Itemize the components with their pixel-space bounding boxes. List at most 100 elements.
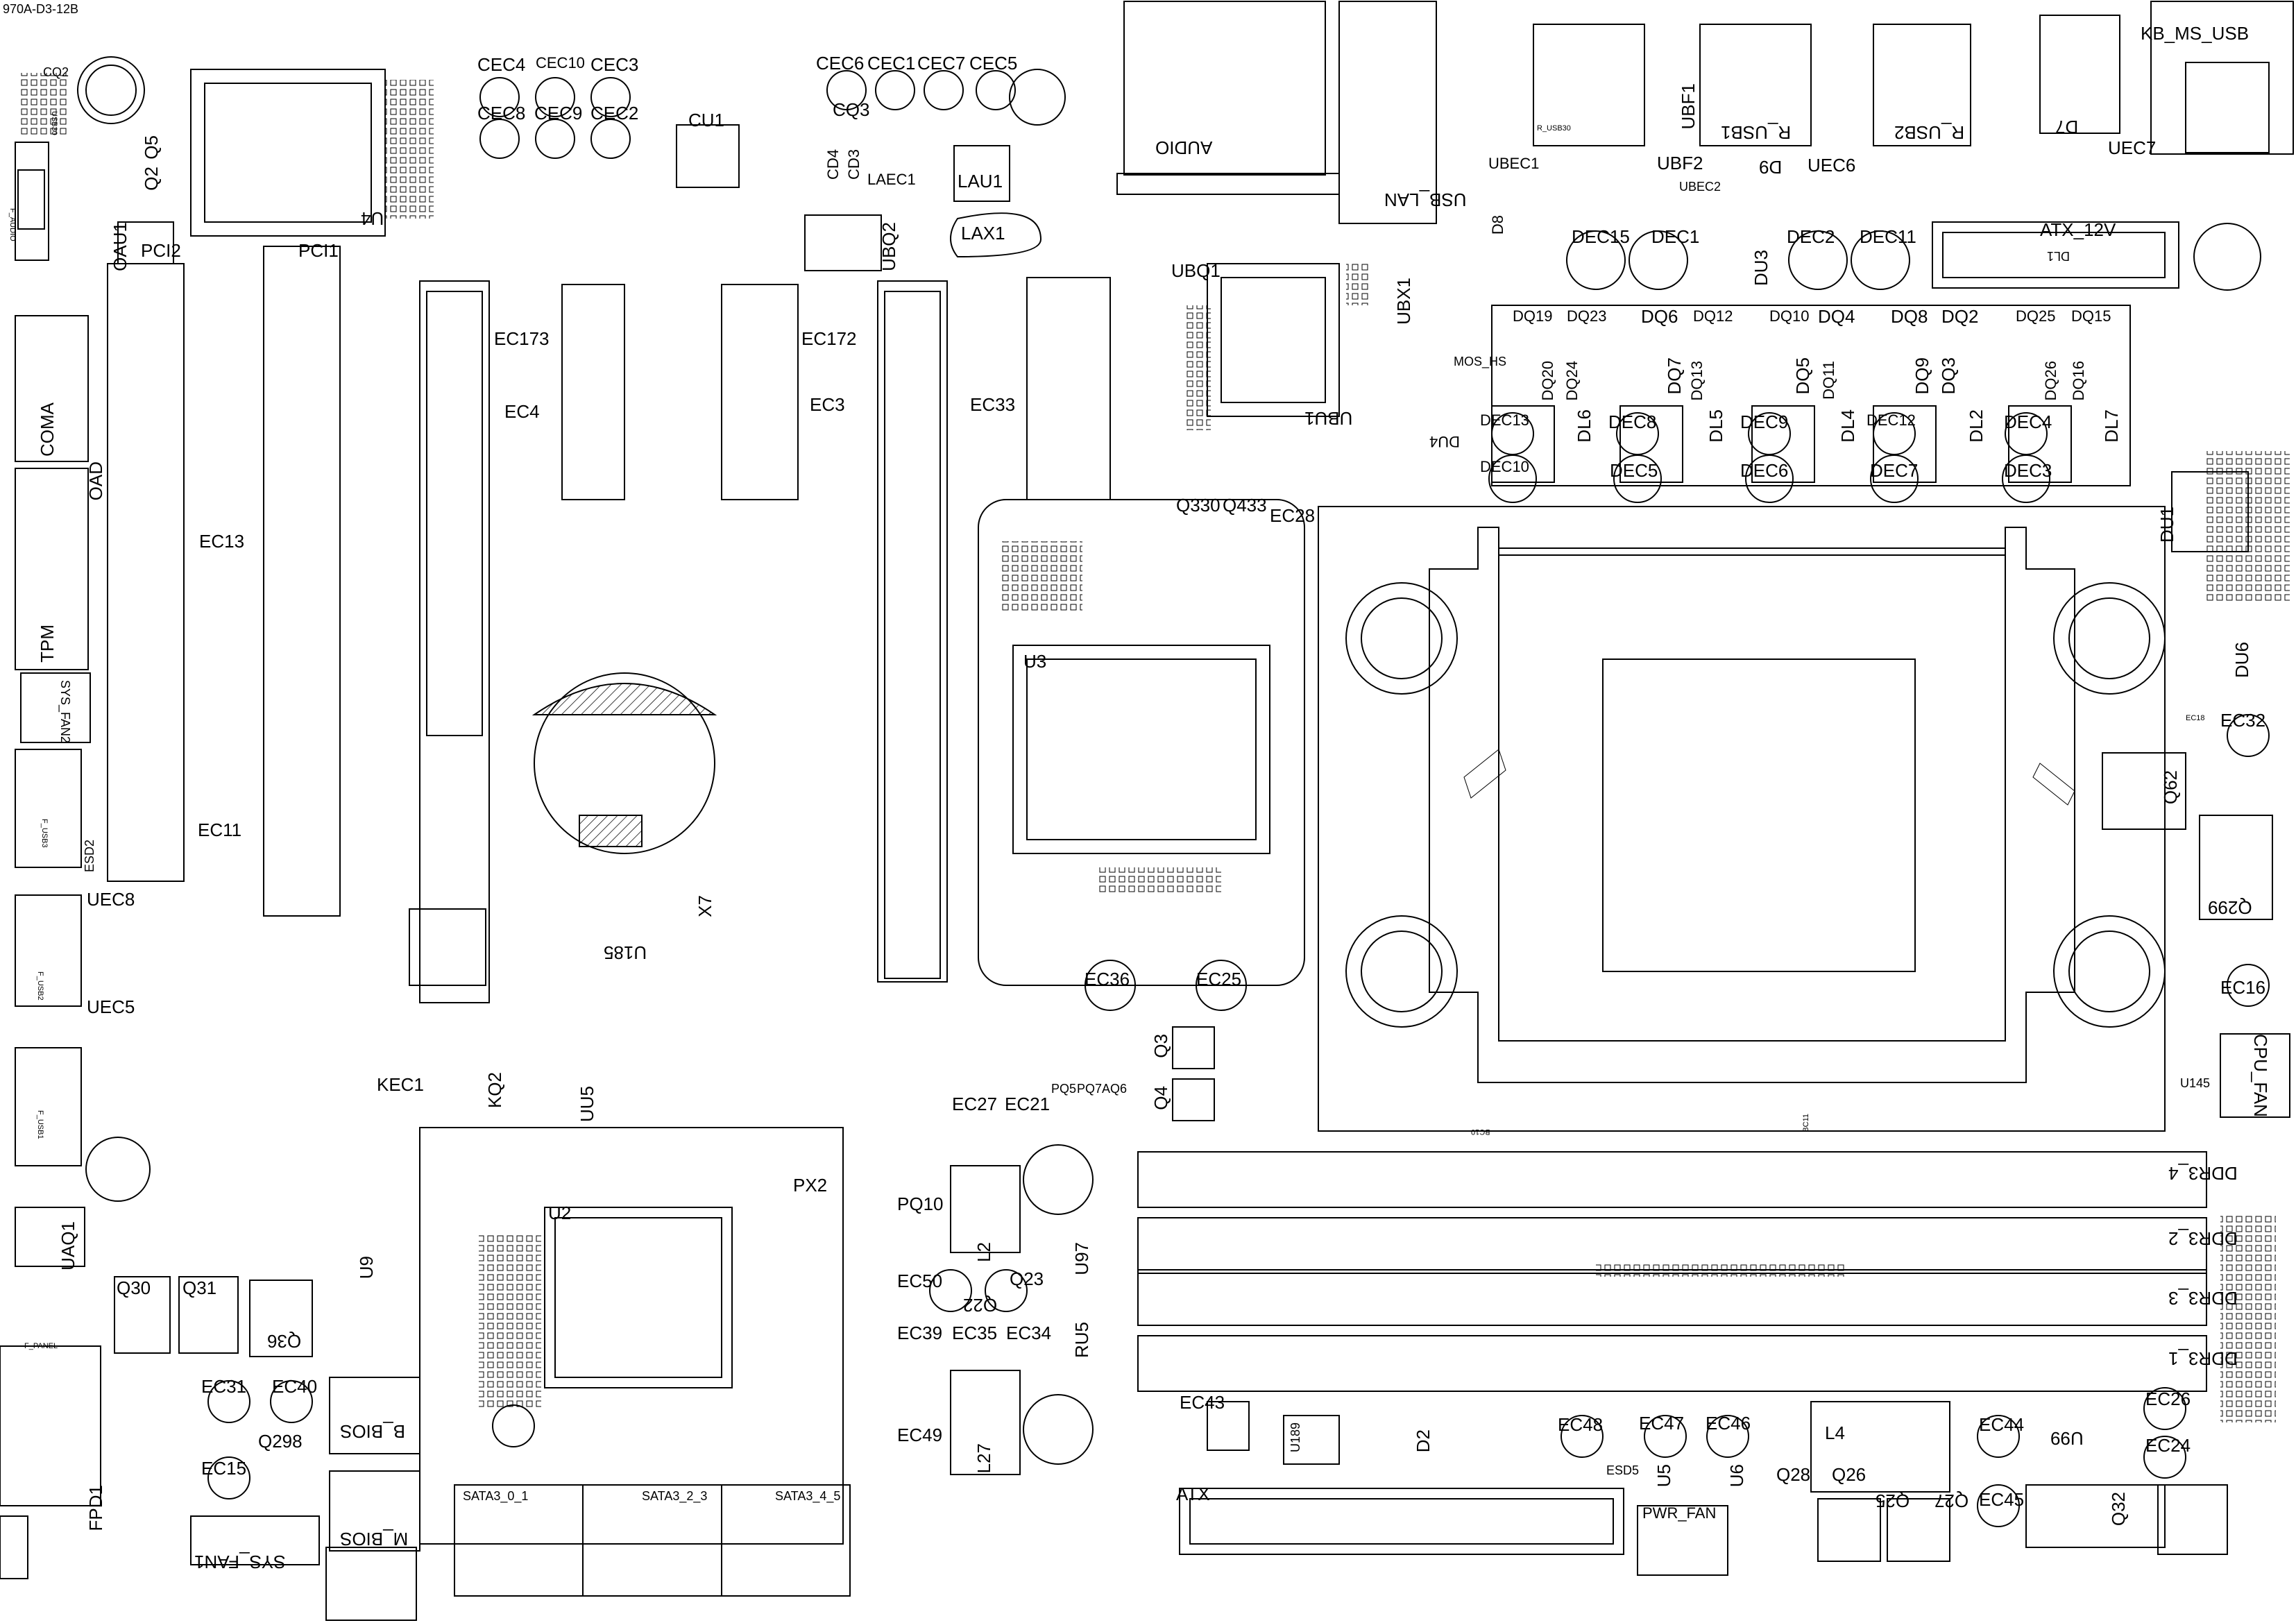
label-ubx1: UBX1 [1393, 278, 1414, 325]
label-ubec2: UBEC2 [1679, 180, 1721, 194]
label-l27: L27 [973, 1443, 994, 1474]
label-tpm: TPM [37, 624, 58, 663]
label-esd5: ESD5 [1606, 1463, 1640, 1477]
label-f-panel: F_PANEL [24, 1342, 58, 1350]
label-uec5: UEC5 [87, 996, 135, 1017]
label-ec21: EC21 [1005, 1094, 1051, 1114]
label-dl5: DL5 [1706, 409, 1726, 443]
label-ec26: EC26 [2145, 1388, 2191, 1409]
label-q28: Q28 [1776, 1464, 1811, 1485]
label-f-usb3: F_USB3 [40, 819, 49, 848]
label-kb-ms-usb: KB_MS_USB [2141, 23, 2250, 44]
label-m-bios: M_BIOS [340, 1529, 409, 1549]
label-oau1: OAU1 [110, 222, 130, 271]
label-fpd1: FPD1 [85, 1485, 106, 1531]
label-dq3: DQ3 [1938, 357, 1959, 395]
label-r-usb1: R_USB1 [1721, 122, 1792, 143]
label-ec11: EC11 [198, 819, 242, 840]
label-dq25: DQ25 [2016, 307, 2056, 325]
label-l2: L2 [973, 1242, 994, 1262]
label-esd2: ESD2 [83, 840, 96, 873]
label-ec34: EC34 [1006, 1323, 1052, 1343]
label-dq11: DQ11 [1820, 361, 1837, 400]
label-cec5: CEC5 [969, 53, 1018, 74]
label-ddr3-2: DDR3_2 [2168, 1228, 2238, 1249]
label-kq2: KQ2 [484, 1072, 505, 1109]
label-dec2: DEC2 [1787, 226, 1835, 247]
label-ec47: EC47 [1639, 1413, 1685, 1434]
label-cec6: CEC6 [816, 53, 865, 74]
label-du6: DU6 [2231, 642, 2252, 679]
label-ec45: EC45 [1979, 1489, 2025, 1510]
label-q22: Q22 [963, 1295, 998, 1316]
label-cec7: CEC7 [917, 53, 966, 74]
label-ec3: EC3 [810, 394, 845, 415]
label-cq3: CQ3 [833, 99, 870, 120]
label-lax1: LAX1 [961, 223, 1005, 244]
label-du1: DU1 [2157, 507, 2177, 543]
label-d7: D7 [2055, 117, 2079, 137]
label-dq24: DQ24 [1563, 361, 1581, 401]
label-ubq2: UBQ2 [878, 222, 899, 271]
label-q36: Q36 [267, 1331, 302, 1352]
label-dl7: DL7 [2101, 409, 2122, 443]
label-dq20: DQ20 [1539, 361, 1556, 401]
label-u9: U9 [356, 1256, 377, 1280]
label-dq26: DQ26 [2042, 361, 2059, 401]
label-pwr-fan: PWR_FAN [1642, 1504, 1717, 1522]
label-q27: Q27 [1934, 1490, 1969, 1511]
label-ec28: EC28 [1270, 505, 1316, 526]
label-bc11: BC11 [1802, 1114, 1810, 1132]
label-ubec1: UBEC1 [1488, 155, 1540, 172]
label-cu1: CU1 [688, 110, 725, 130]
label-q299: Q299 [2208, 897, 2252, 918]
label-dq23: DQ23 [1567, 307, 1607, 325]
label-u3: U3 [1023, 651, 1047, 672]
label-u2: U2 [548, 1203, 572, 1223]
label-u99: U99 [2050, 1428, 2084, 1449]
label-dq7: DQ7 [1664, 357, 1685, 395]
label-ec36: EC36 [1085, 969, 1130, 989]
label-usb-lan: USB_LAN [1384, 189, 1467, 210]
label-dq10: DQ10 [1769, 307, 1810, 325]
label-u189: U189 [1289, 1422, 1302, 1453]
label-usb30: USB30 [50, 111, 58, 135]
label-ec39: EC39 [897, 1323, 943, 1343]
label-ec18: EC18 [2186, 714, 2205, 722]
label-r-usb2: R_USB2 [1894, 122, 1965, 143]
label-ec15: EC15 [201, 1458, 247, 1479]
label-cpu-fan: CPU_FAN [2250, 1034, 2271, 1117]
label-q26: Q26 [1832, 1464, 1866, 1485]
label-dl1: DL1 [2047, 249, 2070, 263]
label-pq10: PQ10 [897, 1193, 944, 1214]
label-dl6: DL6 [1574, 409, 1595, 443]
label-cec8: CEC8 [477, 103, 526, 124]
label-dl2: DL2 [1966, 409, 1987, 443]
label-ec32: EC32 [2220, 710, 2266, 731]
label-q32: Q32 [2108, 1492, 2129, 1527]
label-pci2: PCI2 [141, 240, 181, 261]
label-cec9: CEC9 [534, 103, 583, 124]
label-cec2: CEC2 [590, 103, 639, 124]
label-ru5: RU5 [1071, 1322, 1092, 1359]
label-dq19: DQ19 [1513, 307, 1553, 325]
label-pci1: PCI1 [298, 240, 339, 261]
label-ec31: EC31 [201, 1376, 247, 1397]
label-dec6: DEC6 [1740, 460, 1789, 481]
board-id: 970A-D3-12B [3, 2, 79, 16]
label-dec11: DEC11 [1860, 226, 1916, 247]
label-ec49: EC49 [897, 1425, 943, 1445]
label-dec5: DEC5 [1610, 460, 1658, 481]
label-q433: Q433 [1223, 495, 1267, 516]
label-q62: Q62 [2160, 770, 2181, 805]
label-ec50: EC50 [897, 1271, 943, 1291]
label-sata3-2-3: SATA3_2_3 [642, 1489, 708, 1503]
label-dl4: DL4 [1837, 409, 1858, 443]
label-ubq1: UBQ1 [1171, 260, 1221, 281]
label-cec4: CEC4 [477, 54, 526, 75]
label-ec44: EC44 [1979, 1414, 2025, 1435]
label-dq13: DQ13 [1688, 361, 1706, 401]
label-ec40: EC40 [272, 1376, 318, 1397]
label-ec4: EC4 [504, 401, 540, 422]
label-pq5: PQ5 [1051, 1082, 1077, 1096]
